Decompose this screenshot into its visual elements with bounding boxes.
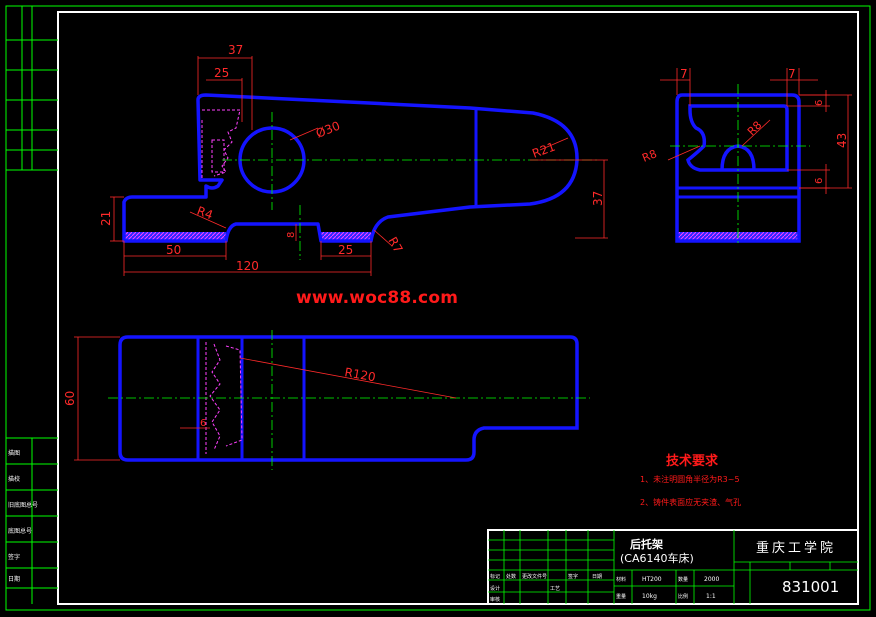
- tb-tiny-2: 处数: [506, 573, 516, 580]
- dim-6-plan: 6: [200, 418, 206, 429]
- machine-name: (CA6140车床): [620, 551, 694, 565]
- dim-r8-right: R8: [745, 119, 765, 139]
- dim-37-right: 37: [591, 191, 605, 206]
- side-centerlines: [670, 84, 810, 245]
- tb-tiny-1: 标记: [490, 573, 500, 580]
- left-strip: [6, 6, 58, 604]
- plan-view: 60 R120 6: [63, 330, 590, 470]
- quantity-label: 数量: [678, 576, 688, 583]
- plan-centerlines: [108, 330, 590, 470]
- scale-label: 比例: [678, 593, 688, 600]
- school-name: 重庆工学院: [756, 540, 836, 556]
- strip-label-6: 日期: [8, 575, 20, 583]
- dim-120: 120: [236, 259, 259, 273]
- tech-requirements-title: 技术要求: [666, 454, 719, 469]
- quantity-value: 2000: [704, 576, 719, 583]
- material-label: 材料: [616, 576, 626, 583]
- tech-note-2: 2、铸件表面应无夹渣、气孔: [640, 498, 742, 507]
- dim-6-bottom: 6: [814, 178, 825, 184]
- dim-hole-dia: Ø30: [314, 119, 342, 141]
- plan-outline: [118, 335, 579, 462]
- inner-frame: [57, 11, 859, 605]
- strip-label-3: 旧底图总号: [8, 501, 38, 509]
- front-view: 37 25 Ø30 R21 37 21 R4 8 R7 50 25 120: [99, 43, 608, 276]
- plan-dim-lines: [74, 336, 457, 461]
- dim-r7: R7: [385, 235, 405, 256]
- dim-7-right: 7: [788, 67, 796, 81]
- dim-50: 50: [166, 243, 181, 257]
- strip-label-2: 描校: [8, 475, 20, 483]
- dim-37-top: 37: [228, 43, 243, 57]
- front-centerlines: [222, 112, 600, 260]
- title-block: [487, 529, 859, 605]
- weight-label: 重量: [616, 593, 626, 600]
- side-dim-lines: [660, 68, 852, 194]
- tb-tiny-7: 审核: [490, 596, 500, 603]
- front-dim-lines: [110, 56, 608, 276]
- front-hatch-right: [321, 232, 371, 241]
- tb-tiny-4: 签字: [568, 573, 578, 580]
- dim-6-top: 6: [814, 100, 825, 106]
- tech-note-1: 1、未注明圆角半径为R3~5: [640, 475, 740, 484]
- tb-tiny-3: 更改文件号: [522, 573, 547, 580]
- tb-tiny-8: 工艺: [550, 586, 560, 592]
- weight-value: 10kg: [642, 593, 657, 600]
- dim-8: 8: [286, 232, 297, 238]
- front-dim-text: 37 25 Ø30 R21 37 21 R4 8 R7 50 25 120: [99, 43, 605, 273]
- dim-r4: R4: [195, 204, 215, 223]
- dim-7-left: 7: [680, 67, 688, 81]
- side-outer: [675, 93, 801, 243]
- drawing-number: 831001: [782, 578, 839, 596]
- front-hidden-lines: [201, 109, 241, 180]
- front-outline: [122, 93, 579, 243]
- side-view: 7 7 6 43 6 R8 R8: [640, 67, 852, 245]
- dim-60: 60: [63, 391, 77, 406]
- plan-dim-text: 60 R120 6: [63, 365, 377, 429]
- strip-label-1: 描图: [8, 449, 20, 457]
- side-inner: [686, 104, 789, 172]
- side-dim-text: 7 7 6 43 6 R8 R8: [640, 67, 849, 184]
- watermark-text: www.woc88.com: [296, 288, 459, 308]
- strip-label-4: 底图总号: [8, 527, 32, 535]
- tb-tiny-5: 日期: [592, 574, 602, 580]
- left-strip-labels: 描图 描校 旧底图总号 底图总号 签字 日期: [8, 449, 38, 583]
- outer-frame: [5, 5, 871, 611]
- dim-r21: R21: [530, 140, 557, 161]
- dim-r120: R120: [343, 365, 376, 384]
- tb-tiny-6: 设计: [490, 585, 500, 592]
- title-block-text: 后托架 (CA6140车床) 重庆工学院 831001 材料 HT200 数量 …: [490, 537, 839, 603]
- material-value: HT200: [642, 576, 662, 583]
- front-hatch-left: [124, 232, 226, 241]
- dim-25-top: 25: [214, 66, 229, 80]
- scale-value: 1:1: [706, 593, 716, 600]
- part-name: 后托架: [630, 537, 663, 551]
- dim-21-left: 21: [99, 211, 113, 226]
- strip-label-5: 签字: [8, 553, 20, 561]
- dim-25-bottom: 25: [338, 243, 353, 257]
- dim-43: 43: [835, 133, 849, 148]
- dim-r8-left: R8: [640, 147, 658, 165]
